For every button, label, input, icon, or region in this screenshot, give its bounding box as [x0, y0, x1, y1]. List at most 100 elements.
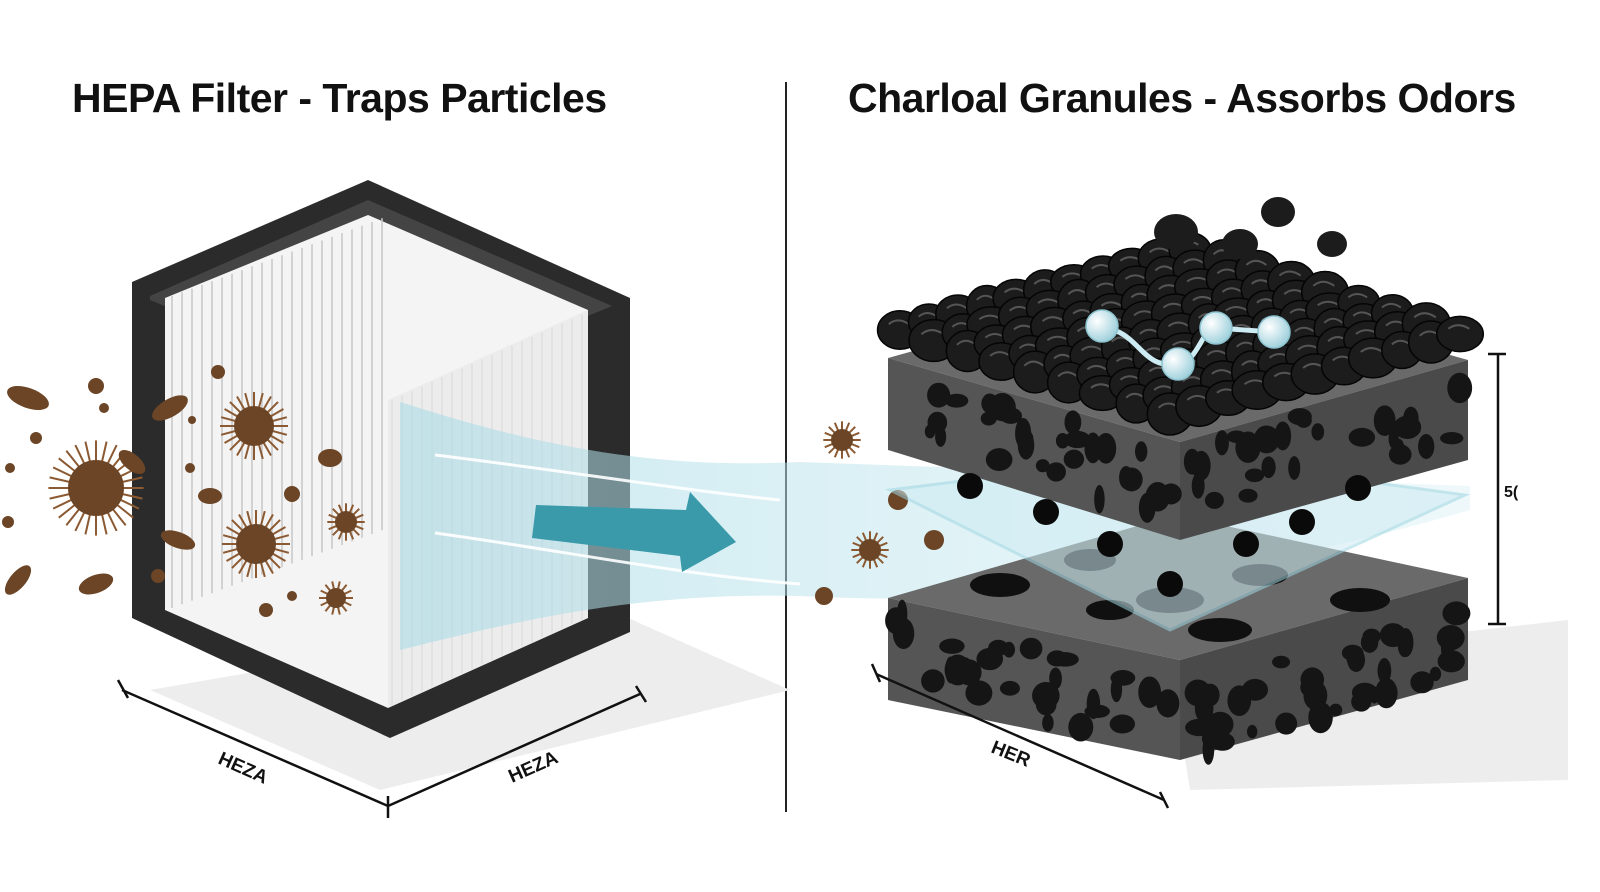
charcoal-granules: [876, 197, 1485, 436]
granule-highlight: [1148, 247, 1171, 254]
granule-highlight: [1124, 274, 1147, 280]
charcoal-filter-illustration: [876, 197, 1568, 790]
pore: [1238, 488, 1258, 503]
pore: [1429, 666, 1442, 682]
granule-highlight: [1278, 270, 1302, 277]
pore: [1244, 468, 1265, 483]
captured-particle: [1033, 499, 1059, 525]
dust-dot: [188, 416, 196, 424]
upper-block-pores: [924, 372, 1473, 523]
pore: [1064, 410, 1082, 435]
captured-particle: [1289, 509, 1315, 535]
pore: [1049, 667, 1062, 690]
pore: [1109, 714, 1136, 734]
hepa-dim-label-front: HEZA: [215, 748, 271, 788]
pore: [1191, 473, 1205, 499]
pore: [1064, 430, 1091, 449]
dust-dot: [151, 569, 165, 583]
pore: [944, 393, 969, 408]
surface-pore: [1188, 618, 1252, 642]
dust-dot: [5, 463, 15, 473]
pore: [927, 382, 951, 408]
granule-highlight: [946, 303, 968, 310]
surface-pore: [1330, 588, 1390, 612]
falling-granule: [1222, 229, 1258, 259]
pore: [1094, 485, 1105, 514]
pore: [1275, 712, 1298, 735]
pore: [965, 680, 993, 706]
pore: [1360, 632, 1379, 653]
spiky-particle: [222, 510, 290, 578]
pore: [1235, 431, 1261, 463]
pore: [1261, 456, 1276, 479]
pore: [921, 669, 945, 693]
dust-blob: [7, 385, 49, 411]
pore: [1329, 703, 1343, 717]
pore: [1046, 462, 1066, 482]
pore: [1447, 372, 1473, 404]
granule-highlight: [1100, 301, 1122, 307]
charcoal-dim-label-height: 5(: [1504, 484, 1519, 501]
granule-highlight: [1245, 259, 1267, 266]
pore: [1440, 635, 1455, 663]
airflow-line-upper: [434, 453, 781, 502]
granule-highlight: [1183, 258, 1205, 264]
pore: [1042, 714, 1054, 732]
pore: [935, 426, 947, 447]
pore: [1308, 701, 1333, 734]
granule-highlight: [1057, 371, 1078, 378]
pore: [885, 607, 908, 635]
pore: [1086, 688, 1101, 720]
granule-highlight: [1360, 347, 1384, 353]
surface-pore: [970, 573, 1030, 597]
pore: [924, 424, 936, 439]
pore: [1246, 724, 1258, 739]
airflow-line-lower: [434, 531, 801, 586]
dust-dot: [924, 530, 944, 550]
granule-highlight: [1041, 316, 1065, 322]
granule-highlight: [1413, 312, 1437, 319]
dust-blob: [118, 450, 146, 474]
dust-dot: [2, 516, 14, 528]
dust-particles: [2, 365, 944, 617]
dust-blob: [152, 395, 188, 421]
pore: [1160, 483, 1182, 505]
dust-blob: [318, 449, 342, 467]
odor-molecule: [1085, 309, 1291, 381]
spiky-particle: [823, 421, 861, 459]
granule-highlight: [1447, 324, 1470, 330]
pore: [1377, 658, 1392, 684]
granule-highlight: [1294, 326, 1315, 333]
pore: [1295, 412, 1312, 428]
charcoal-dimension-lines: [870, 352, 1506, 809]
granule-highlight: [1037, 298, 1060, 304]
dust-dot: [284, 486, 300, 502]
pore: [981, 393, 999, 414]
pore: [1373, 405, 1396, 436]
pore: [999, 680, 1020, 696]
granule-highlight: [1023, 360, 1045, 367]
granule-highlight: [888, 319, 910, 326]
pore: [1397, 634, 1411, 658]
pore: [999, 407, 1023, 424]
granule-highlight: [1352, 311, 1373, 317]
captured-particle: [1097, 531, 1123, 557]
dust-blob: [198, 488, 222, 504]
pore: [1227, 685, 1252, 716]
pore: [1095, 432, 1117, 464]
granule-highlight: [1347, 293, 1368, 299]
pore: [1135, 441, 1148, 462]
pore: [1348, 427, 1376, 447]
captured-particle: [1345, 475, 1371, 501]
pore: [1393, 438, 1405, 459]
falling-granule: [1261, 197, 1295, 227]
pore: [1442, 601, 1471, 626]
airflow-direction-arrow: [532, 492, 736, 572]
pore: [1311, 423, 1325, 441]
pore: [1206, 711, 1234, 738]
charcoal-granule: [1435, 315, 1485, 353]
pore: [1272, 655, 1291, 669]
granule-highlight: [1086, 364, 1107, 371]
pore: [985, 448, 1013, 471]
